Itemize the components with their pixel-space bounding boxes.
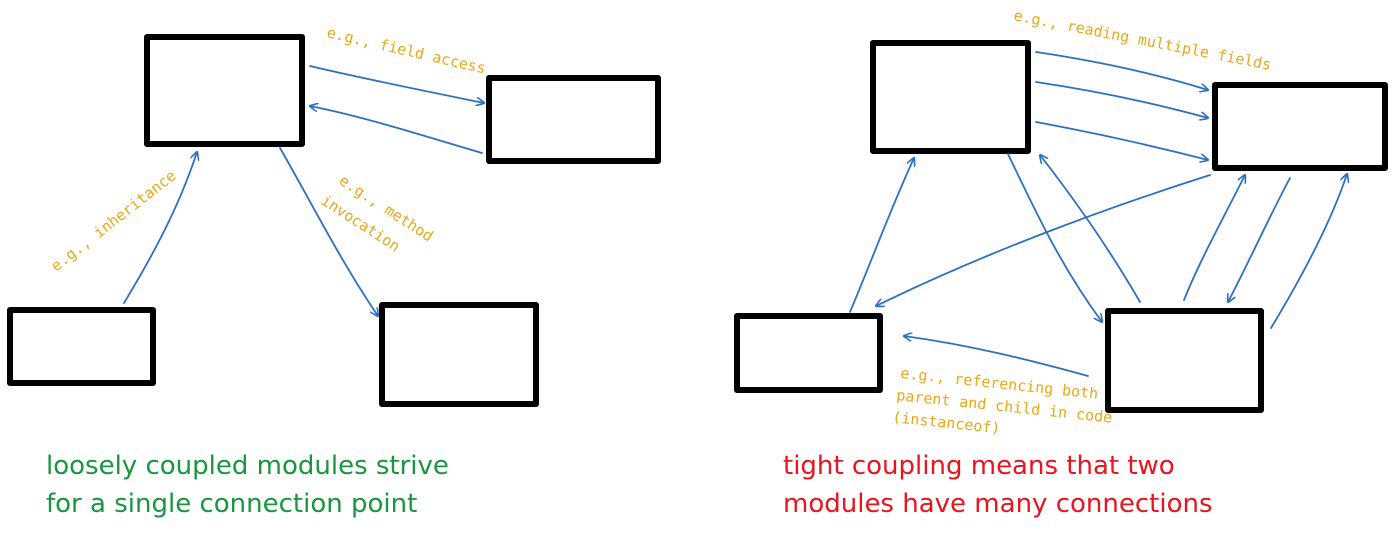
tight-module-bottom-left bbox=[734, 313, 883, 393]
arrow-method-invocation bbox=[279, 147, 378, 316]
tight-coupling-group: e.g., reading multiple fields e.g., refe… bbox=[734, 6, 1388, 437]
loose-caption-line1: loosely coupled modules strive bbox=[46, 451, 449, 481]
arrow-field-access-back bbox=[310, 106, 483, 154]
arrow-bottomright-to-topleft bbox=[1040, 155, 1141, 303]
arrow-topleft-to-bottomright bbox=[1007, 153, 1102, 322]
note-field-access: e.g., field access bbox=[325, 23, 487, 77]
arrow-bottomright-to-topright-2 bbox=[1270, 174, 1347, 329]
loose-module-right bbox=[486, 75, 661, 164]
arrow-multi-field-2 bbox=[1035, 81, 1208, 118]
arrow-inheritance bbox=[123, 152, 197, 304]
arrow-bottomleft-to-topleft bbox=[849, 158, 914, 313]
arrow-topright-to-bottomleft bbox=[876, 174, 1211, 306]
tight-coupling-caption: tight coupling means that two modules ha… bbox=[783, 447, 1213, 523]
note-multiple-fields: e.g., reading multiple fields bbox=[1012, 6, 1273, 74]
loose-module-bottom-right bbox=[379, 302, 539, 407]
note-inheritance: e.g., inheritance bbox=[47, 166, 179, 275]
tight-module-bottom-right bbox=[1105, 308, 1264, 413]
tight-module-top-left bbox=[870, 40, 1031, 154]
arrow-multi-field-3 bbox=[1035, 121, 1208, 160]
tight-module-top-right bbox=[1212, 82, 1388, 171]
arrow-field-access-out bbox=[309, 65, 484, 103]
arrow-multi-field-1 bbox=[1035, 51, 1208, 90]
arrow-topright-to-bottomright bbox=[1228, 177, 1291, 302]
loose-module-top bbox=[144, 34, 305, 147]
loose-caption-line2: for a single connection point bbox=[46, 489, 418, 519]
arrow-bottomright-to-topright-1 bbox=[1183, 175, 1245, 301]
tight-caption-line2: modules have many connections bbox=[783, 489, 1213, 519]
loose-coupling-caption: loosely coupled modules strive for a sin… bbox=[46, 447, 449, 523]
tight-caption-line1: tight coupling means that two bbox=[783, 451, 1175, 481]
arrow-referencing bbox=[904, 336, 1089, 377]
loose-module-bottom-left bbox=[7, 307, 156, 386]
loose-coupling-group: e.g., field access e.g., inheritance e.g… bbox=[7, 23, 661, 407]
